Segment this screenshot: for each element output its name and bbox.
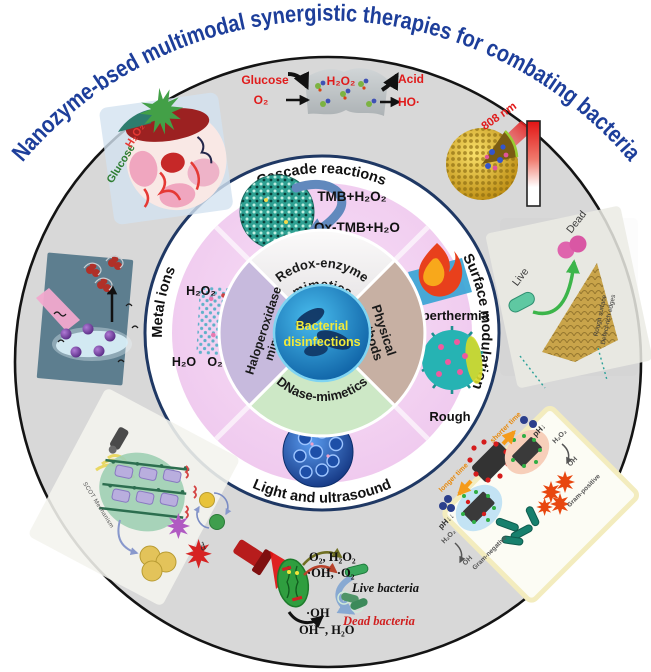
live-bacterium <box>344 563 369 578</box>
metal-o2-label: O₂ <box>207 355 222 369</box>
ros-star-purple <box>166 513 190 539</box>
oh-label: ·OH <box>306 606 330 620</box>
wheel-segment-physical <box>320 258 427 408</box>
center-circle <box>272 283 372 383</box>
center-label-line1: Bacterial <box>296 319 349 333</box>
us-sub-label: d <box>198 540 209 553</box>
enzyme-molecules <box>315 78 377 107</box>
light-panel: O₂, H₂O₂ ·OH, ·O₂ ·OH OH⁻, H₂O Live bact… <box>233 539 419 637</box>
metal-h2o2-label: H₂O₂ <box>186 284 216 298</box>
photocatalyst-cell <box>276 558 310 608</box>
ho-label: HO· <box>398 95 420 109</box>
bacteria-colony <box>139 545 177 582</box>
rough-nanoparticle-art <box>420 326 484 394</box>
acid-label: Acid <box>398 72 424 86</box>
ros1-label: O₂, H₂O₂ <box>309 550 356 564</box>
hyperthermia-art <box>408 243 472 306</box>
hyperthermia-label: Hyperthermia <box>405 308 490 323</box>
released-proteins <box>83 255 124 292</box>
products-label: OH⁻, H₂O <box>299 623 355 637</box>
glucose-label: Glucose <box>241 73 289 87</box>
laser-bacteria-panel <box>36 252 139 386</box>
ultrasound-probe-icon <box>108 427 129 454</box>
dead-bacteria-cluster <box>337 591 368 613</box>
nir-colorbar <box>526 120 541 207</box>
wound-illustration: Glucose H₂O₂ <box>99 87 233 225</box>
cascade-reagent-label: TMB+H₂O₂ <box>317 189 386 204</box>
ros-star-red <box>185 539 212 569</box>
ros2-label: ·OH, ·O₂ <box>307 566 355 580</box>
flashlight-icon <box>233 539 274 576</box>
wheel-segment-redox <box>247 228 397 335</box>
nir-nanoparticle-art <box>446 120 541 207</box>
glucose-cascade-art <box>286 68 402 116</box>
live-dead-panel: Live Dead Rough surface Defect-rich edge… <box>486 206 651 389</box>
metal-h2o-label: H₂O <box>172 355 197 369</box>
dead-bacteria-label: Dead bacteria <box>342 614 415 628</box>
wheel-segment-dnase <box>247 331 397 438</box>
membrane-bilayers <box>99 458 190 519</box>
live-bacteria-label: Live bacteria <box>351 581 419 595</box>
laser-beam <box>36 288 80 331</box>
center-label-line2: disinfections <box>283 335 360 349</box>
starburst-icon <box>139 87 184 135</box>
gram-positive-bacteria <box>536 471 575 516</box>
wheel-segment-halo <box>217 258 324 408</box>
h2o2-sheet-label: H₂O₂ <box>327 74 356 88</box>
rough-label: Rough <box>429 409 470 424</box>
metal-ion-particles <box>60 323 116 358</box>
ultrasound-panel: SCOT Mechanism d <box>29 389 239 605</box>
cascade-nanozyme-sphere <box>239 174 315 250</box>
gram-negative-bacteria <box>495 506 540 546</box>
o2-label: O₂ <box>254 93 269 107</box>
